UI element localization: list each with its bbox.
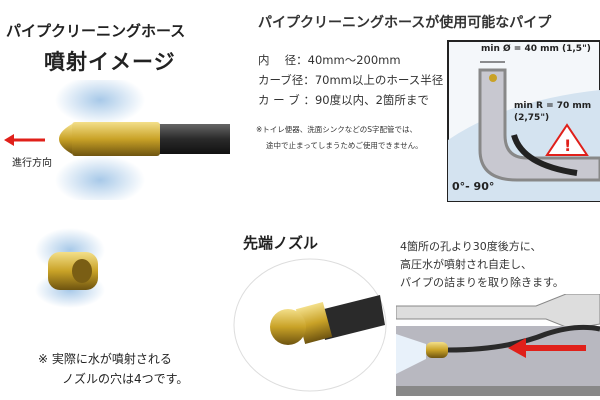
min-diameter-label: min Ø = 40 mm (1,5") [481,44,591,54]
svg-text:!: ! [564,136,571,155]
left-title-line1: パイプクリーニングホース [6,22,186,40]
nozzle-desc-line2: 高圧水が噴射され自走し、 [400,258,532,271]
right-title: パイプクリーニングホースが使用可能なパイプ [258,15,552,31]
spec-curve-diameter: カーブ径：70mm以上のホース半径 [258,73,444,87]
left-title-line2: 噴射イメージ [44,50,176,74]
min-radius-label: min R = 70 mm [514,101,592,111]
water-spray-top [55,80,145,125]
bottom-note-line1: ※ 実際に水が噴射される [38,352,172,366]
caution-line2: 途中で止まってしまうためご使用できません。 [266,141,423,150]
direction-label: 進行方向 [12,158,52,169]
nozzle-title: 先端ノズル [243,234,319,252]
nozzle-closeup [233,258,387,392]
nozzle-desc-line3: パイプの詰まりを取り除きます。 [400,276,564,289]
min-radius-inch-label: (2,75") [514,113,550,123]
nozzle-desc-line1: 4箇所の孔より30度後方に、 [400,240,542,253]
nozzle-body [72,122,160,156]
bottom-note-line2: ノズルの穴は4つです。 [62,372,189,386]
warning-icon [545,123,589,156]
hose-in-pipe [511,134,578,176]
water-spray-bottom [55,155,145,200]
spray-nozzle-illustration [4,80,230,200]
spec-curve: カ ー ブ ：90度以内、2箇所まで [258,93,429,107]
nozzle-tip [59,124,72,154]
caution-line1: ※トイレ便器、洗面シンクなどのS字配管では、 [256,125,418,134]
pipe-bend-diagram: ! [447,40,600,202]
hose [155,124,230,154]
angle-label: 0°- 90° [452,180,495,193]
pipe-clearing-diagram [396,294,600,396]
nozzle-ring-illustration [35,228,105,308]
spec-inner-diameter: 内 径：40mm〜200mm [258,53,401,67]
